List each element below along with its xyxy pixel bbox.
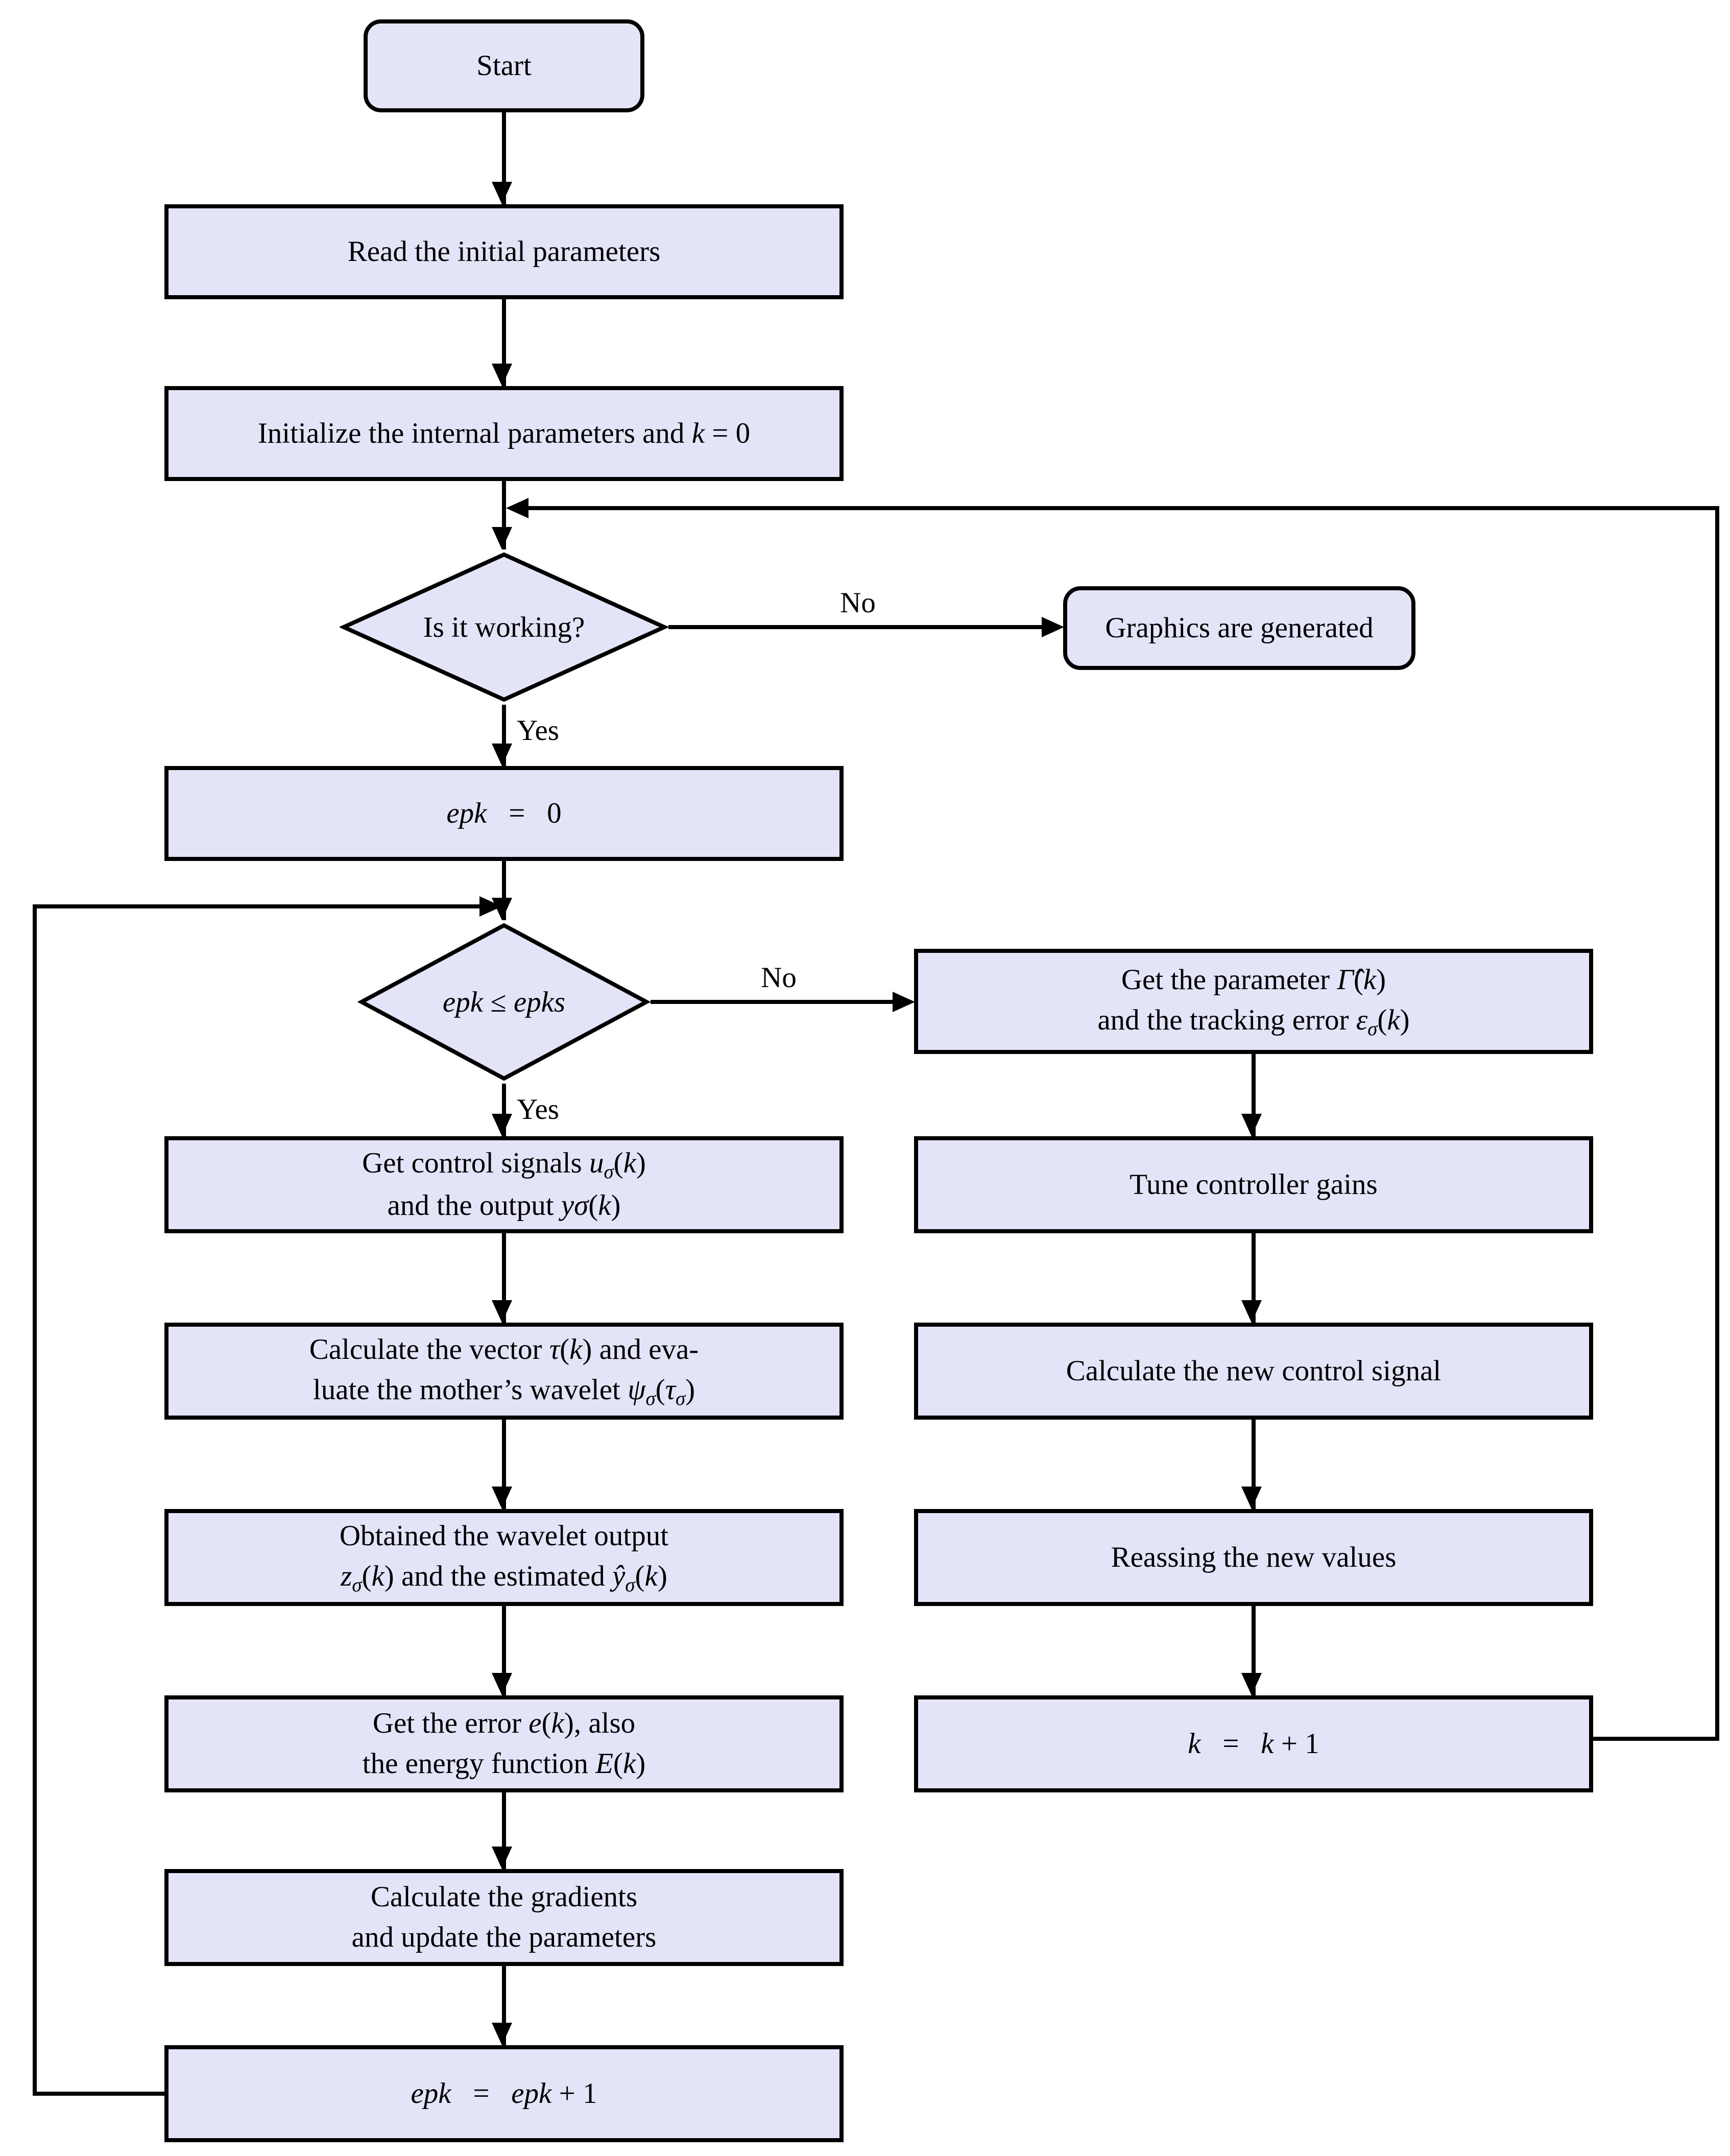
node-label: and the tracking error εσ(k) — [1097, 1003, 1410, 1040]
node-label: Tune controller gains — [1130, 1168, 1378, 1201]
decision-is-it-working-shape — [340, 552, 668, 702]
arrowhead-down-icon — [492, 1847, 512, 1869]
node-reassing-new-values: Reassing the new values — [914, 1509, 1593, 1606]
edge-label-no: No — [840, 587, 876, 619]
connector-feedback-left-vertical — [33, 904, 37, 2096]
arrowhead-down-icon — [1241, 1300, 1262, 1323]
connector-error-gradients — [502, 1782, 506, 1869]
node-label: Calculate the new control signal — [1066, 1354, 1441, 1387]
arrowhead-down-icon — [1241, 1114, 1262, 1136]
node-get-error-energy-function: Get the error e(k), also the energy func… — [164, 1695, 844, 1792]
node-label: and update the parameters — [351, 1921, 657, 1953]
decision-is-it-working: Is it working? — [340, 549, 668, 705]
node-calculate-new-control-signal: Calculate the new control signal — [914, 1323, 1593, 1420]
connector-kinc-feedback-out — [1593, 1737, 1719, 1741]
node-wavelet-output-estimated: Obtained the wavelet output zσ(k) and th… — [164, 1509, 844, 1606]
arrowhead-down-icon — [492, 1673, 512, 1695]
node-epk-increment: epk = epk + 1 — [164, 2045, 844, 2142]
node-label: k = k + 1 — [1188, 1727, 1319, 1760]
connector-epkleq-controlsignals — [502, 1084, 506, 1136]
connector-controlsignals-vector — [502, 1233, 506, 1323]
node-label: Obtained the wavelet output — [339, 1520, 669, 1552]
edge-label-yes: Yes — [517, 1093, 559, 1125]
node-label: Graphics are generated — [1105, 611, 1374, 644]
node-label: Start — [476, 49, 532, 82]
node-calculate-vector-wavelet: Calculate the vector τ(k) and eva- luate… — [164, 1323, 844, 1420]
node-label: Get the error e(k), also — [372, 1707, 636, 1740]
connector-read-init — [502, 299, 506, 386]
node-get-control-signals: Get control signals uσ(k) and the output… — [164, 1136, 844, 1233]
arrowhead-left-icon — [506, 498, 528, 518]
edge-label-yes: Yes — [517, 714, 559, 747]
node-label: Reassing the new values — [1111, 1541, 1397, 1573]
node-epk-zero: epk = 0 — [164, 766, 844, 861]
node-start: Start — [364, 19, 644, 112]
node-label: Get control signals uσ(k) — [362, 1147, 646, 1183]
node-k-increment: k = k + 1 — [914, 1695, 1593, 1792]
connector-epkleq-getparameter — [651, 1000, 895, 1004]
node-label: epk = epk + 1 — [411, 2077, 597, 2110]
node-label: Initialize the internal parameters and k… — [257, 417, 751, 449]
connector-init-isworking — [502, 481, 506, 549]
node-label: Get the parameter Γ̂(k) — [1121, 964, 1386, 996]
connector-reassing-kinc — [1252, 1606, 1256, 1695]
node-tune-controller-gains: Tune controller gains — [914, 1136, 1593, 1233]
connector-start-read — [502, 112, 506, 204]
arrowhead-down-icon — [492, 1300, 512, 1323]
connector-gradients-epkinc — [502, 1966, 506, 2045]
connector-feedback-right-horizontal — [511, 506, 1717, 510]
node-label: zσ(k) and the estimated ŷσ(k) — [341, 1560, 667, 1596]
node-label: epk ≤ epks — [442, 986, 566, 1018]
arrowhead-down-icon — [492, 2023, 512, 2045]
arrowhead-down-icon — [492, 744, 512, 766]
node-label: luate the mother’s wavelet ψσ(τσ) — [313, 1373, 695, 1410]
decision-epk-leq-epks: epk ≤ epks — [357, 920, 651, 1084]
connector-feedback-left-horizontal — [33, 904, 486, 908]
node-graphics-generated: Graphics are generated — [1063, 586, 1415, 670]
connector-getparameter-tune — [1252, 1054, 1256, 1136]
arrowhead-right-icon — [1042, 617, 1064, 637]
connector-feedback-right-vertical — [1715, 506, 1719, 1741]
connector-tune-newcontrol — [1252, 1233, 1256, 1323]
decision-epk-leq-epks-shape — [357, 923, 651, 1081]
arrowhead-down-icon — [1241, 1487, 1262, 1509]
node-label: epk = 0 — [446, 797, 562, 829]
connector-epkzero-epkleq — [502, 861, 506, 920]
node-label: Read the initial parameters — [347, 235, 661, 268]
node-read-parameters: Read the initial parameters — [164, 204, 844, 299]
connector-waveletoutput-error — [502, 1606, 506, 1695]
connector-vector-waveletoutput — [502, 1420, 506, 1509]
connector-isworking-graphics — [668, 625, 1044, 629]
connector-isworking-epkzero — [502, 705, 506, 766]
connector-epkinc-feedback-out — [33, 2092, 164, 2096]
node-label: Calculate the vector τ(k) and eva- — [309, 1333, 699, 1366]
arrowhead-down-icon — [492, 364, 512, 386]
node-label: the energy function E(k) — [362, 1747, 646, 1780]
arrowhead-down-icon — [492, 527, 512, 549]
arrowhead-down-icon — [492, 182, 512, 204]
node-calculate-gradients-update: Calculate the gradients and update the p… — [164, 1869, 844, 1966]
node-label: and the output yσ(k) — [387, 1189, 621, 1222]
node-get-parameter-tracking-error: Get the parameter Γ̂(k) and the tracking… — [914, 949, 1593, 1054]
arrowhead-down-icon — [492, 1114, 512, 1136]
node-initialize-parameters: Initialize the internal parameters and k… — [164, 386, 844, 481]
node-label: Is it working? — [423, 611, 585, 643]
connector-newcontrol-reassing — [1252, 1420, 1256, 1509]
arrowhead-down-icon — [1241, 1673, 1262, 1695]
arrowhead-right-icon — [893, 992, 915, 1012]
node-label: Calculate the gradients — [370, 1881, 638, 1913]
arrowhead-right-icon — [479, 896, 502, 917]
arrowhead-down-icon — [492, 1487, 512, 1509]
edge-label-no: No — [761, 962, 797, 994]
